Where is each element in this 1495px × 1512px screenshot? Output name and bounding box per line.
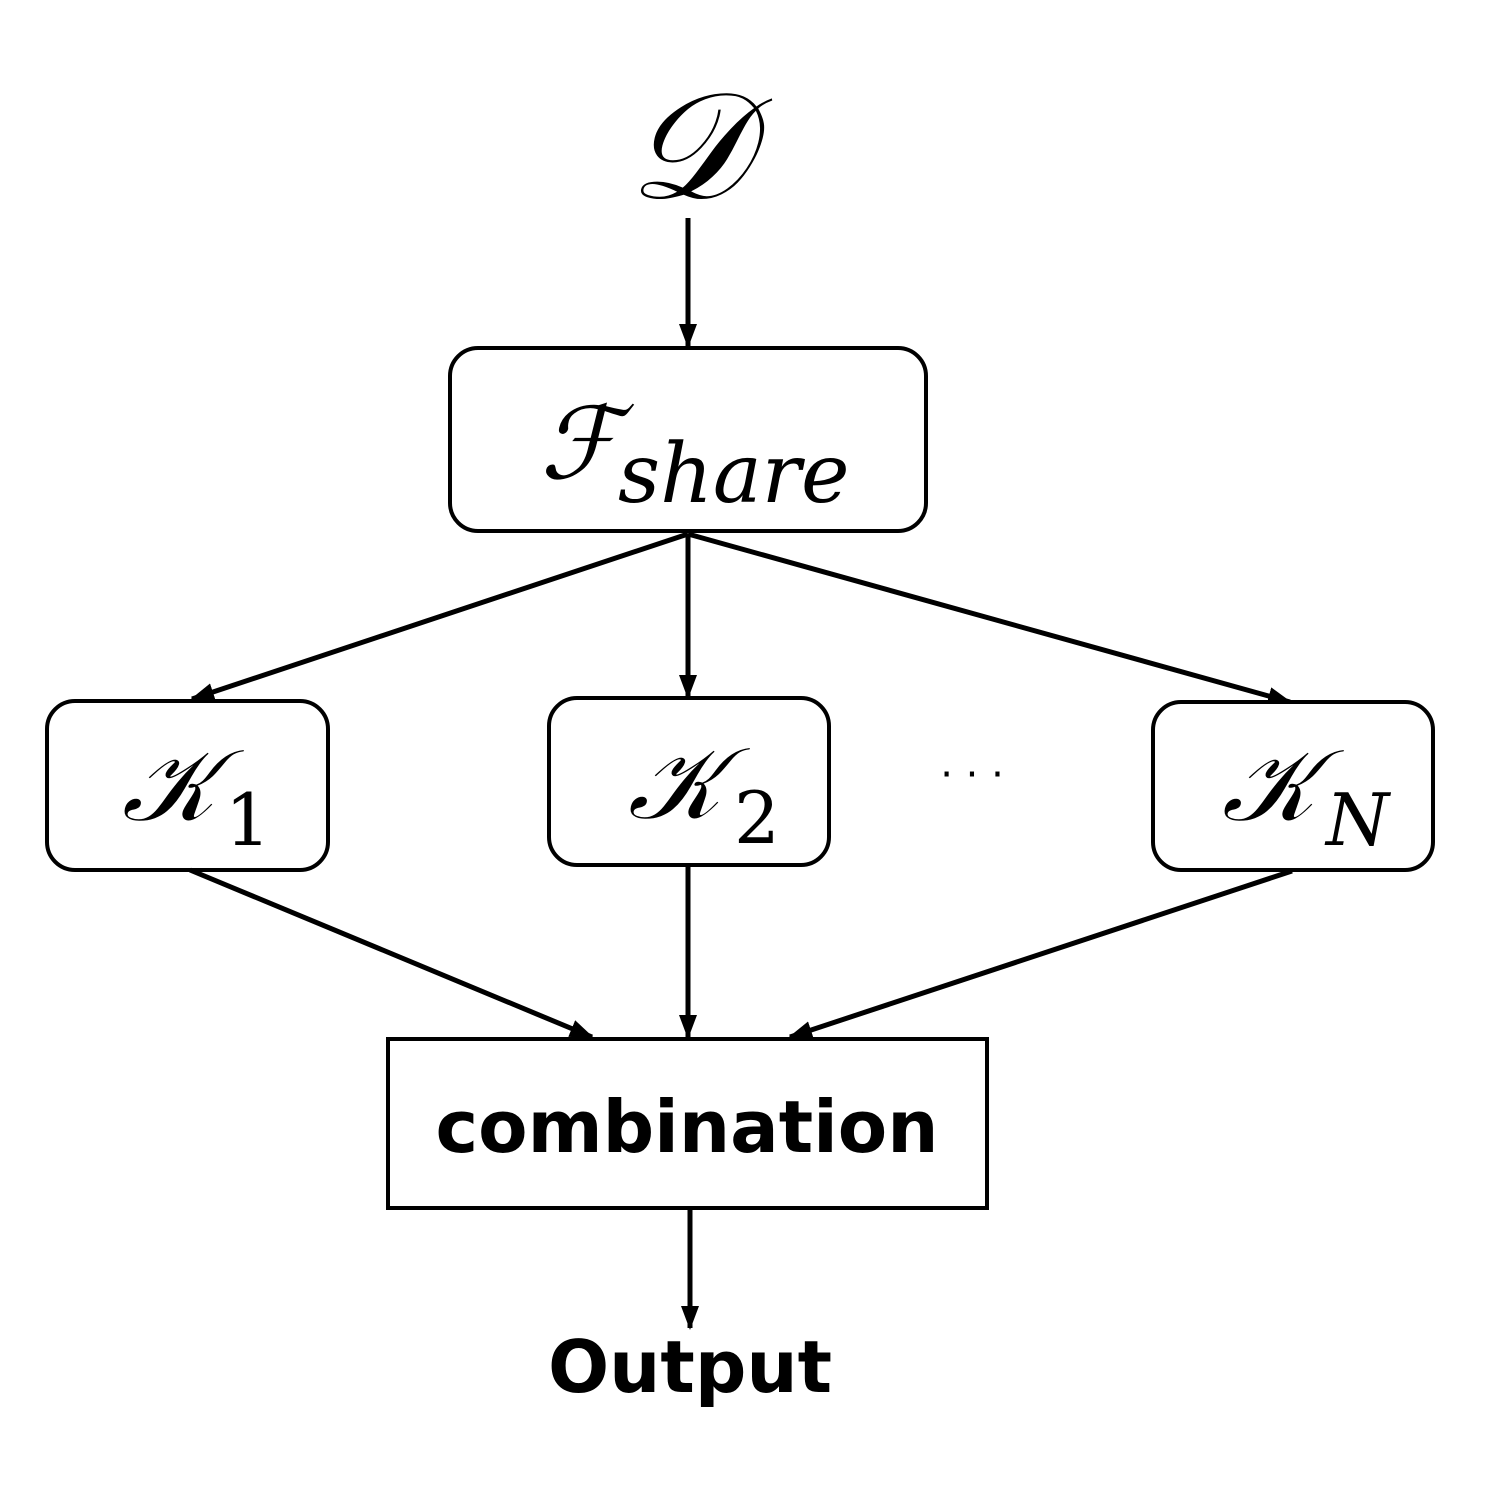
edge-shared-to-kn xyxy=(687,531,1292,705)
shared-subscript: share xyxy=(618,427,850,522)
branch-n-subscript: N xyxy=(1324,778,1392,862)
combination-label: combination xyxy=(435,1085,938,1169)
branch-node-1: 𝒦 1 xyxy=(45,699,330,872)
output-label: Output xyxy=(548,1325,832,1409)
shared-node: ℱ share xyxy=(448,346,928,533)
edge-kn-to-combination xyxy=(788,868,1293,1040)
branch-node-2: 𝒦 2 xyxy=(547,696,831,867)
branch-ellipsis: · · · xyxy=(940,752,1004,798)
input-symbol: 𝒟 xyxy=(628,60,773,234)
combination-node: combination xyxy=(386,1037,989,1210)
edge-shared-to-k1 xyxy=(190,531,689,702)
edge-k1-to-combination xyxy=(189,867,594,1040)
branch-2-subscript: 2 xyxy=(734,776,780,860)
branch-node-n: 𝒦 N xyxy=(1151,700,1435,872)
branch-1-subscript: 1 xyxy=(225,778,271,862)
